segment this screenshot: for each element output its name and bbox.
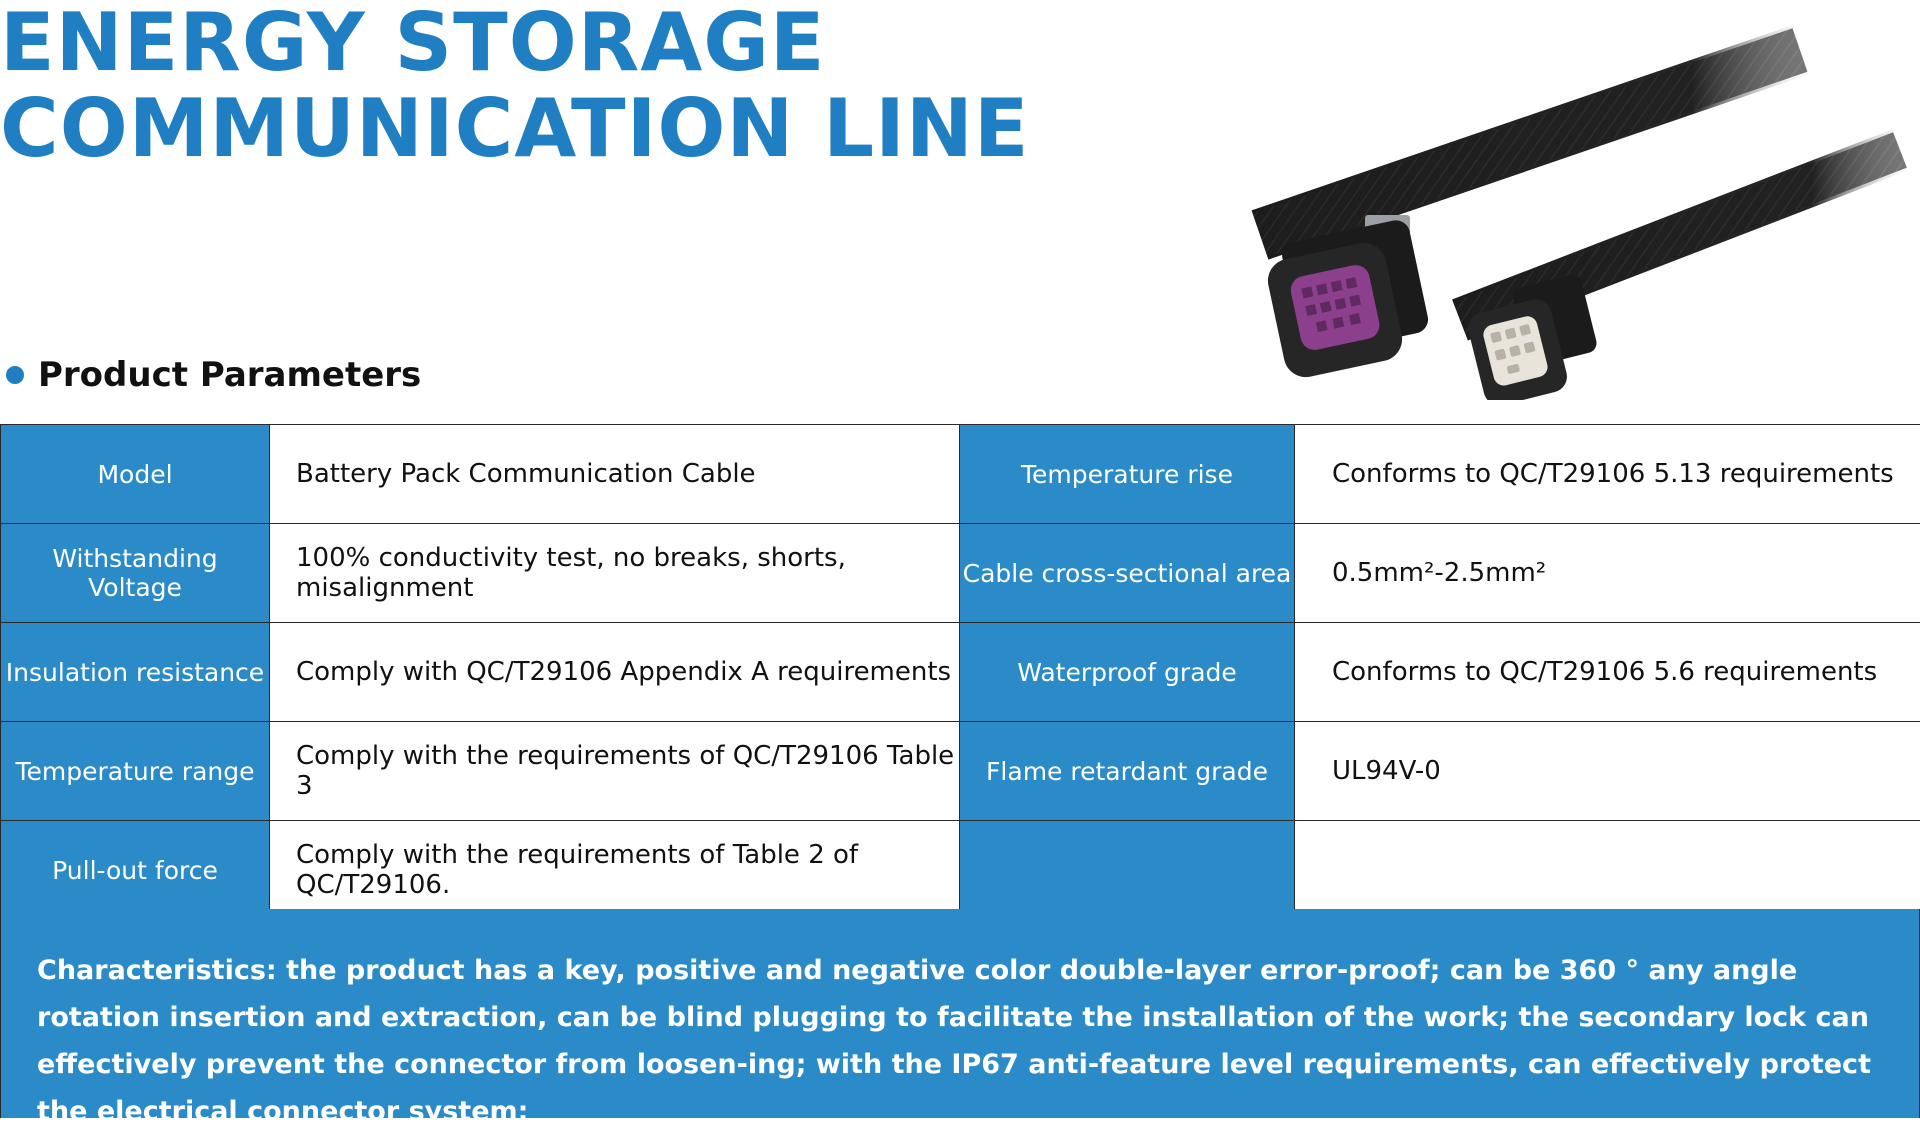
param-label: Temperature range bbox=[1, 722, 270, 821]
table-row: Insulation resistance Comply with QC/T29… bbox=[1, 623, 1920, 722]
param-value: 0.5mm²-2.5mm² bbox=[1295, 524, 1920, 623]
param-value: Comply with QC/T29106 Appendix A require… bbox=[270, 623, 960, 722]
title-line-2: COMMUNICATION LINE bbox=[0, 86, 1030, 172]
param-value: Battery Pack Communication Cable bbox=[270, 425, 960, 524]
param-label: Insulation resistance bbox=[1, 623, 270, 722]
param-label: Temperature rise bbox=[960, 425, 1295, 524]
param-label: Model bbox=[1, 425, 270, 524]
param-value: Conforms to QC/T29106 5.6 requirements bbox=[1295, 623, 1920, 722]
cable-connector-product-photo bbox=[1110, 20, 1920, 400]
param-value: UL94V-0 bbox=[1295, 722, 1920, 821]
param-label: Waterproof grade bbox=[960, 623, 1295, 722]
page-title: ENERGY STORAGE COMMUNICATION LINE bbox=[0, 0, 1030, 172]
param-value bbox=[1295, 821, 1920, 920]
section-heading: Product Parameters bbox=[6, 355, 421, 395]
table-row: Model Battery Pack Communication Cable T… bbox=[1, 425, 1920, 524]
table-row: Withstanding Voltage 100% conductivity t… bbox=[1, 524, 1920, 623]
param-value: Comply with the requirements of QC/T2910… bbox=[270, 722, 960, 821]
param-value: Comply with the requirements of Table 2 … bbox=[270, 821, 960, 920]
title-line-1: ENERGY STORAGE bbox=[0, 0, 1030, 86]
param-label: Flame retardant grade bbox=[960, 722, 1295, 821]
characteristics-panel: Characteristics: the product has a key, … bbox=[0, 909, 1920, 1118]
table-row: Pull-out force Comply with the requireme… bbox=[1, 821, 1920, 920]
bullet-icon bbox=[6, 366, 24, 384]
param-value: Conforms to QC/T29106 5.13 requirements bbox=[1295, 425, 1920, 524]
param-label: Cable cross-sectional area bbox=[960, 524, 1295, 623]
section-heading-text: Product Parameters bbox=[38, 355, 421, 395]
parameters-table: Model Battery Pack Communication Cable T… bbox=[0, 424, 1920, 920]
param-value: 100% conductivity test, no breaks, short… bbox=[270, 524, 960, 623]
characteristics-text: Characteristics: the product has a key, … bbox=[37, 947, 1887, 1135]
param-label: Withstanding Voltage bbox=[1, 524, 270, 623]
param-label bbox=[960, 821, 1295, 920]
param-label: Pull-out force bbox=[1, 821, 270, 920]
table-row: Temperature range Comply with the requir… bbox=[1, 722, 1920, 821]
